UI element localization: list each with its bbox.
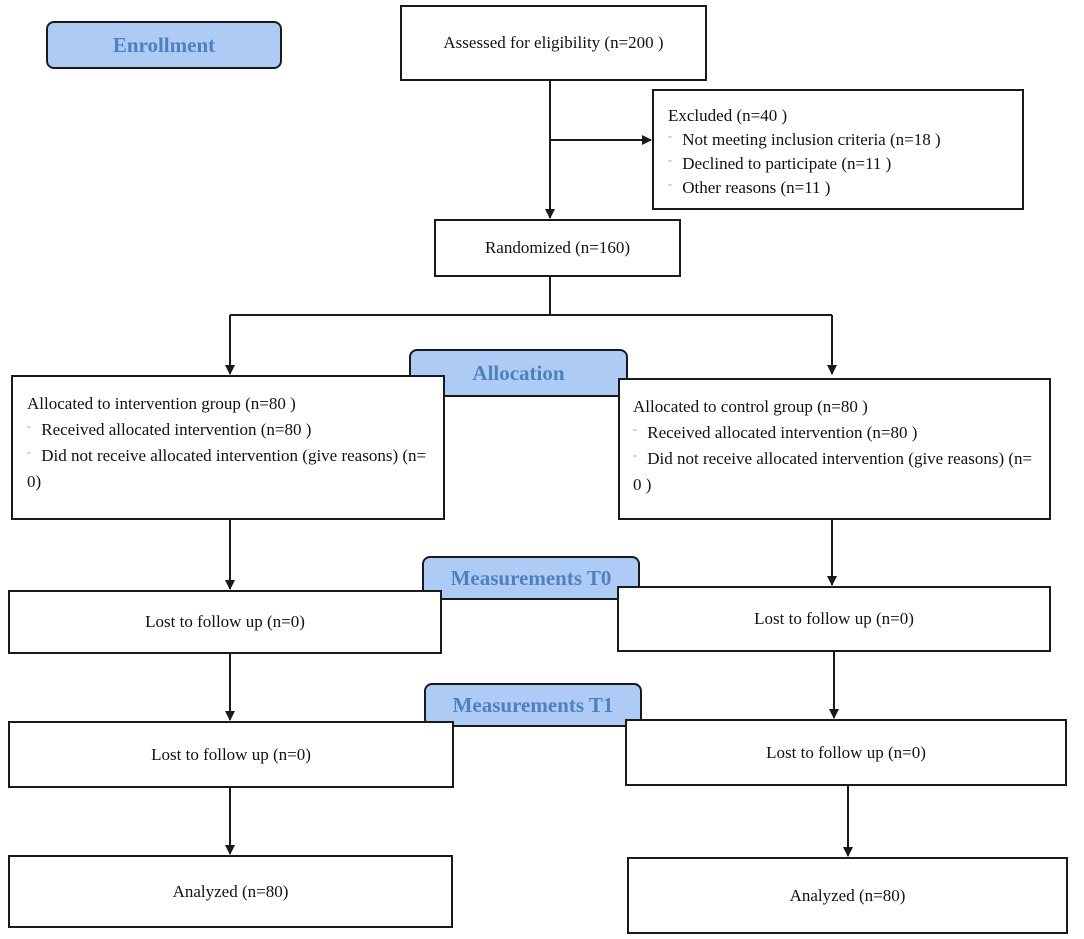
stage-enrollment-label: Enrollment <box>112 32 216 57</box>
bullet-icon: ¨ <box>633 453 637 465</box>
control-not-received: ¨ Did not receive allocated intervention… <box>633 446 1036 498</box>
control-received: ¨ Received allocated intervention (n=80 … <box>633 420 1036 446</box>
control-received-text: Received allocated intervention (n=80 ) <box>647 423 918 442</box>
intervention-lost-t0-text: Lost to follow up (n=0) <box>145 612 305 631</box>
control-lost-t0-text: Lost to follow up (n=0) <box>754 609 914 628</box>
assessed-box: Assessed for eligibility (n=200 ) <box>400 5 707 81</box>
excluded-item: ¨ Declined to participate (n=11 ) <box>668 152 1008 176</box>
excluded-item: ¨ Not meeting inclusion criteria (n=18 ) <box>668 128 1008 152</box>
bullet-icon: ¨ <box>27 450 31 462</box>
excluded-item-text: Not meeting inclusion criteria (n=18 ) <box>682 130 941 149</box>
intervention-analyzed-box: Analyzed (n=80) <box>8 855 453 928</box>
intervention-lost-t1-box: Lost to follow up (n=0) <box>8 721 454 788</box>
excluded-item-text: Other reasons (n=11 ) <box>682 178 831 197</box>
excluded-title: Excluded (n=40 ) <box>668 106 788 125</box>
bullet-icon: ¨ <box>633 427 637 439</box>
excluded-item: ¨ Other reasons (n=11 ) <box>668 176 1008 200</box>
randomized-text: Randomized (n=160) <box>484 238 631 257</box>
intervention-received: ¨ Received allocated intervention (n=80 … <box>27 417 429 443</box>
stage-allocation-label: Allocation <box>472 360 565 385</box>
excluded-item-text: Declined to participate (n=11 ) <box>682 154 892 173</box>
intervention-lost-t0-box: Lost to follow up (n=0) <box>8 590 442 654</box>
control-lost-t1-text: Lost to follow up (n=0) <box>766 742 926 762</box>
assessed-text: Assessed for eligibility (n=200 ) <box>443 33 664 52</box>
control-allocation-box: Allocated to control group (n=80 ) ¨ Rec… <box>618 378 1051 520</box>
stage-measurements-t1-label: Measurements T1 <box>452 692 614 717</box>
control-lost-t0-box: Lost to follow up (n=0) <box>617 586 1051 652</box>
stage-allocation: Allocation <box>409 349 628 397</box>
randomized-box: Randomized (n=160) <box>434 219 681 277</box>
intervention-received-text: Received allocated intervention (n=80 ) <box>41 420 312 439</box>
bullet-icon: ¨ <box>27 424 31 436</box>
control-allocation-title: Allocated to control group (n=80 ) <box>633 397 868 416</box>
stage-measurements-t1: Measurements T1 <box>424 683 642 727</box>
stage-measurements-t0-label: Measurements T0 <box>450 565 612 590</box>
bullet-icon: ¨ <box>668 182 672 194</box>
bullet-icon: ¨ <box>668 158 672 170</box>
intervention-allocation-box: Allocated to intervention group (n=80 ) … <box>11 375 445 520</box>
intervention-not-received: ¨ Did not receive allocated intervention… <box>27 443 429 495</box>
control-analyzed-box: Analyzed (n=80) <box>627 857 1068 934</box>
control-analyzed-text: Analyzed (n=80) <box>789 885 906 905</box>
intervention-not-received-text: Did not receive allocated intervention (… <box>27 446 427 491</box>
control-not-received-text: Did not receive allocated intervention (… <box>633 449 1033 494</box>
bullet-icon: ¨ <box>668 134 672 146</box>
excluded-box: Excluded (n=40 ) ¨ Not meeting inclusion… <box>652 89 1024 210</box>
stage-measurements-t0: Measurements T0 <box>422 556 640 600</box>
intervention-allocation-title: Allocated to intervention group (n=80 ) <box>27 394 296 413</box>
control-lost-t1-box: Lost to follow up (n=0) <box>625 719 1067 786</box>
stage-enrollment: Enrollment <box>46 21 282 69</box>
intervention-analyzed-text: Analyzed (n=80) <box>172 881 289 901</box>
intervention-lost-t1-text: Lost to follow up (n=0) <box>151 744 311 764</box>
